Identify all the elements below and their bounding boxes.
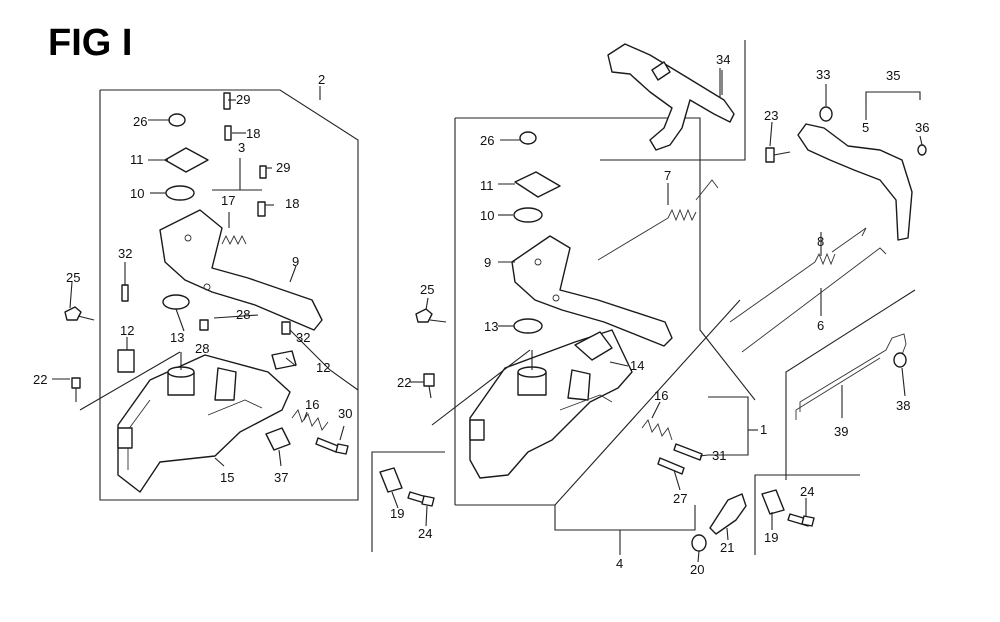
callout-19-b: 19 [764,530,778,545]
washer-10-left [165,185,195,201]
callout-34: 34 [716,52,730,67]
callout-16-b: 16 [654,388,668,403]
clip-12-left [117,349,135,373]
callout-2: 2 [318,72,325,87]
collar-37 [265,427,291,451]
callout-5: 5 [862,120,869,135]
callout-11-b: 11 [480,178,494,193]
callout-8: 8 [817,234,824,249]
callout-24-a: 24 [418,526,432,541]
callout-32-a: 32 [118,246,132,261]
callout-27: 27 [673,491,687,506]
callout-36: 36 [915,120,929,135]
callout-18-b: 18 [285,196,299,211]
spring-16-left [291,409,329,431]
governor-plate-11-mid [514,171,561,198]
callout-20: 20 [690,562,704,577]
callout-30: 30 [338,406,352,421]
control-lever-9-left [159,209,323,331]
callout-16-a: 16 [305,397,319,412]
leaders-left [52,86,359,467]
callout-32-b: 32 [296,330,310,345]
callout-11-a: 11 [130,152,144,167]
bolt-23 [765,147,775,163]
callout-24-b: 24 [800,484,814,499]
callout-38: 38 [896,398,910,413]
control-lever-9-mid [511,235,673,347]
callout-labels: 2 29 18 26 3 11 29 10 17 18 32 9 25 28 1… [33,52,929,577]
callout-17: 17 [221,193,235,208]
callout-12-a: 12 [120,323,134,338]
callout-22-a: 22 [33,372,47,387]
callout-26-b: 26 [480,133,494,148]
callout-14: 14 [630,358,644,373]
washer-13-left [162,294,190,310]
callout-10-a: 10 [130,186,144,201]
control-plate-15 [117,354,291,493]
callout-19-a: 19 [390,506,404,521]
callout-10-b: 10 [480,208,494,223]
washer-13-mid [513,318,543,334]
callout-22-b: 22 [397,375,411,390]
governor-rod-8 [729,227,867,323]
callout-13-a: 13 [170,330,184,345]
clip-36 [917,144,927,156]
spring-16-mid [641,419,673,441]
clip-38 [893,352,907,368]
callout-6: 6 [817,318,824,333]
callout-28-b: 28 [195,341,209,356]
callout-4: 4 [616,556,623,571]
governor-plate-11-left [164,147,209,173]
nut-26-mid [519,131,537,145]
nut-26-left [168,113,186,127]
callout-18-a: 18 [246,126,260,141]
throttle-rod-7 [597,179,719,261]
top-lever-box [600,40,746,161]
bottom-parts-box-left [371,451,445,552]
leaders-middle [410,139,758,555]
figure-title: FIG I [48,22,132,64]
callout-23: 23 [764,108,778,123]
collar-19-left [379,467,403,493]
callout-25-b: 25 [420,282,434,297]
callout-35: 35 [886,68,900,83]
bottom-parts-box-right [754,474,860,555]
callout-26-a: 26 [133,114,147,129]
cap-20 [691,534,707,552]
washer-10-mid [513,207,543,223]
collar-19-right [761,489,785,515]
control-plate-14 [469,329,633,479]
callout-15: 15 [220,470,234,485]
choke-rod-box [785,289,916,480]
callout-1: 1 [760,422,767,437]
callout-31: 31 [712,448,726,463]
knob-21 [709,493,747,535]
callout-25-a: 25 [66,270,80,285]
nut-33 [819,106,833,122]
callout-13-b: 13 [484,319,498,334]
lever-assembly-5 [797,123,913,241]
callout-9-a: 9 [292,254,299,269]
callout-3: 3 [238,140,245,155]
callout-29-a: 29 [236,92,250,107]
callout-12-b: 12 [316,360,330,375]
callout-21: 21 [720,540,734,555]
choke-rod-39 [799,333,907,412]
throttle-lever-34 [607,43,735,151]
callout-9-b: 9 [484,255,491,270]
callout-28-a: 28 [236,307,250,322]
callout-7: 7 [664,168,671,183]
callout-39: 39 [834,424,848,439]
leaders-bottom [391,491,807,563]
callout-37: 37 [274,470,288,485]
callout-33: 33 [816,67,830,82]
left-assembly-boundary [99,89,359,501]
callout-29-b: 29 [276,160,290,175]
leaders-top-right [721,70,923,147]
